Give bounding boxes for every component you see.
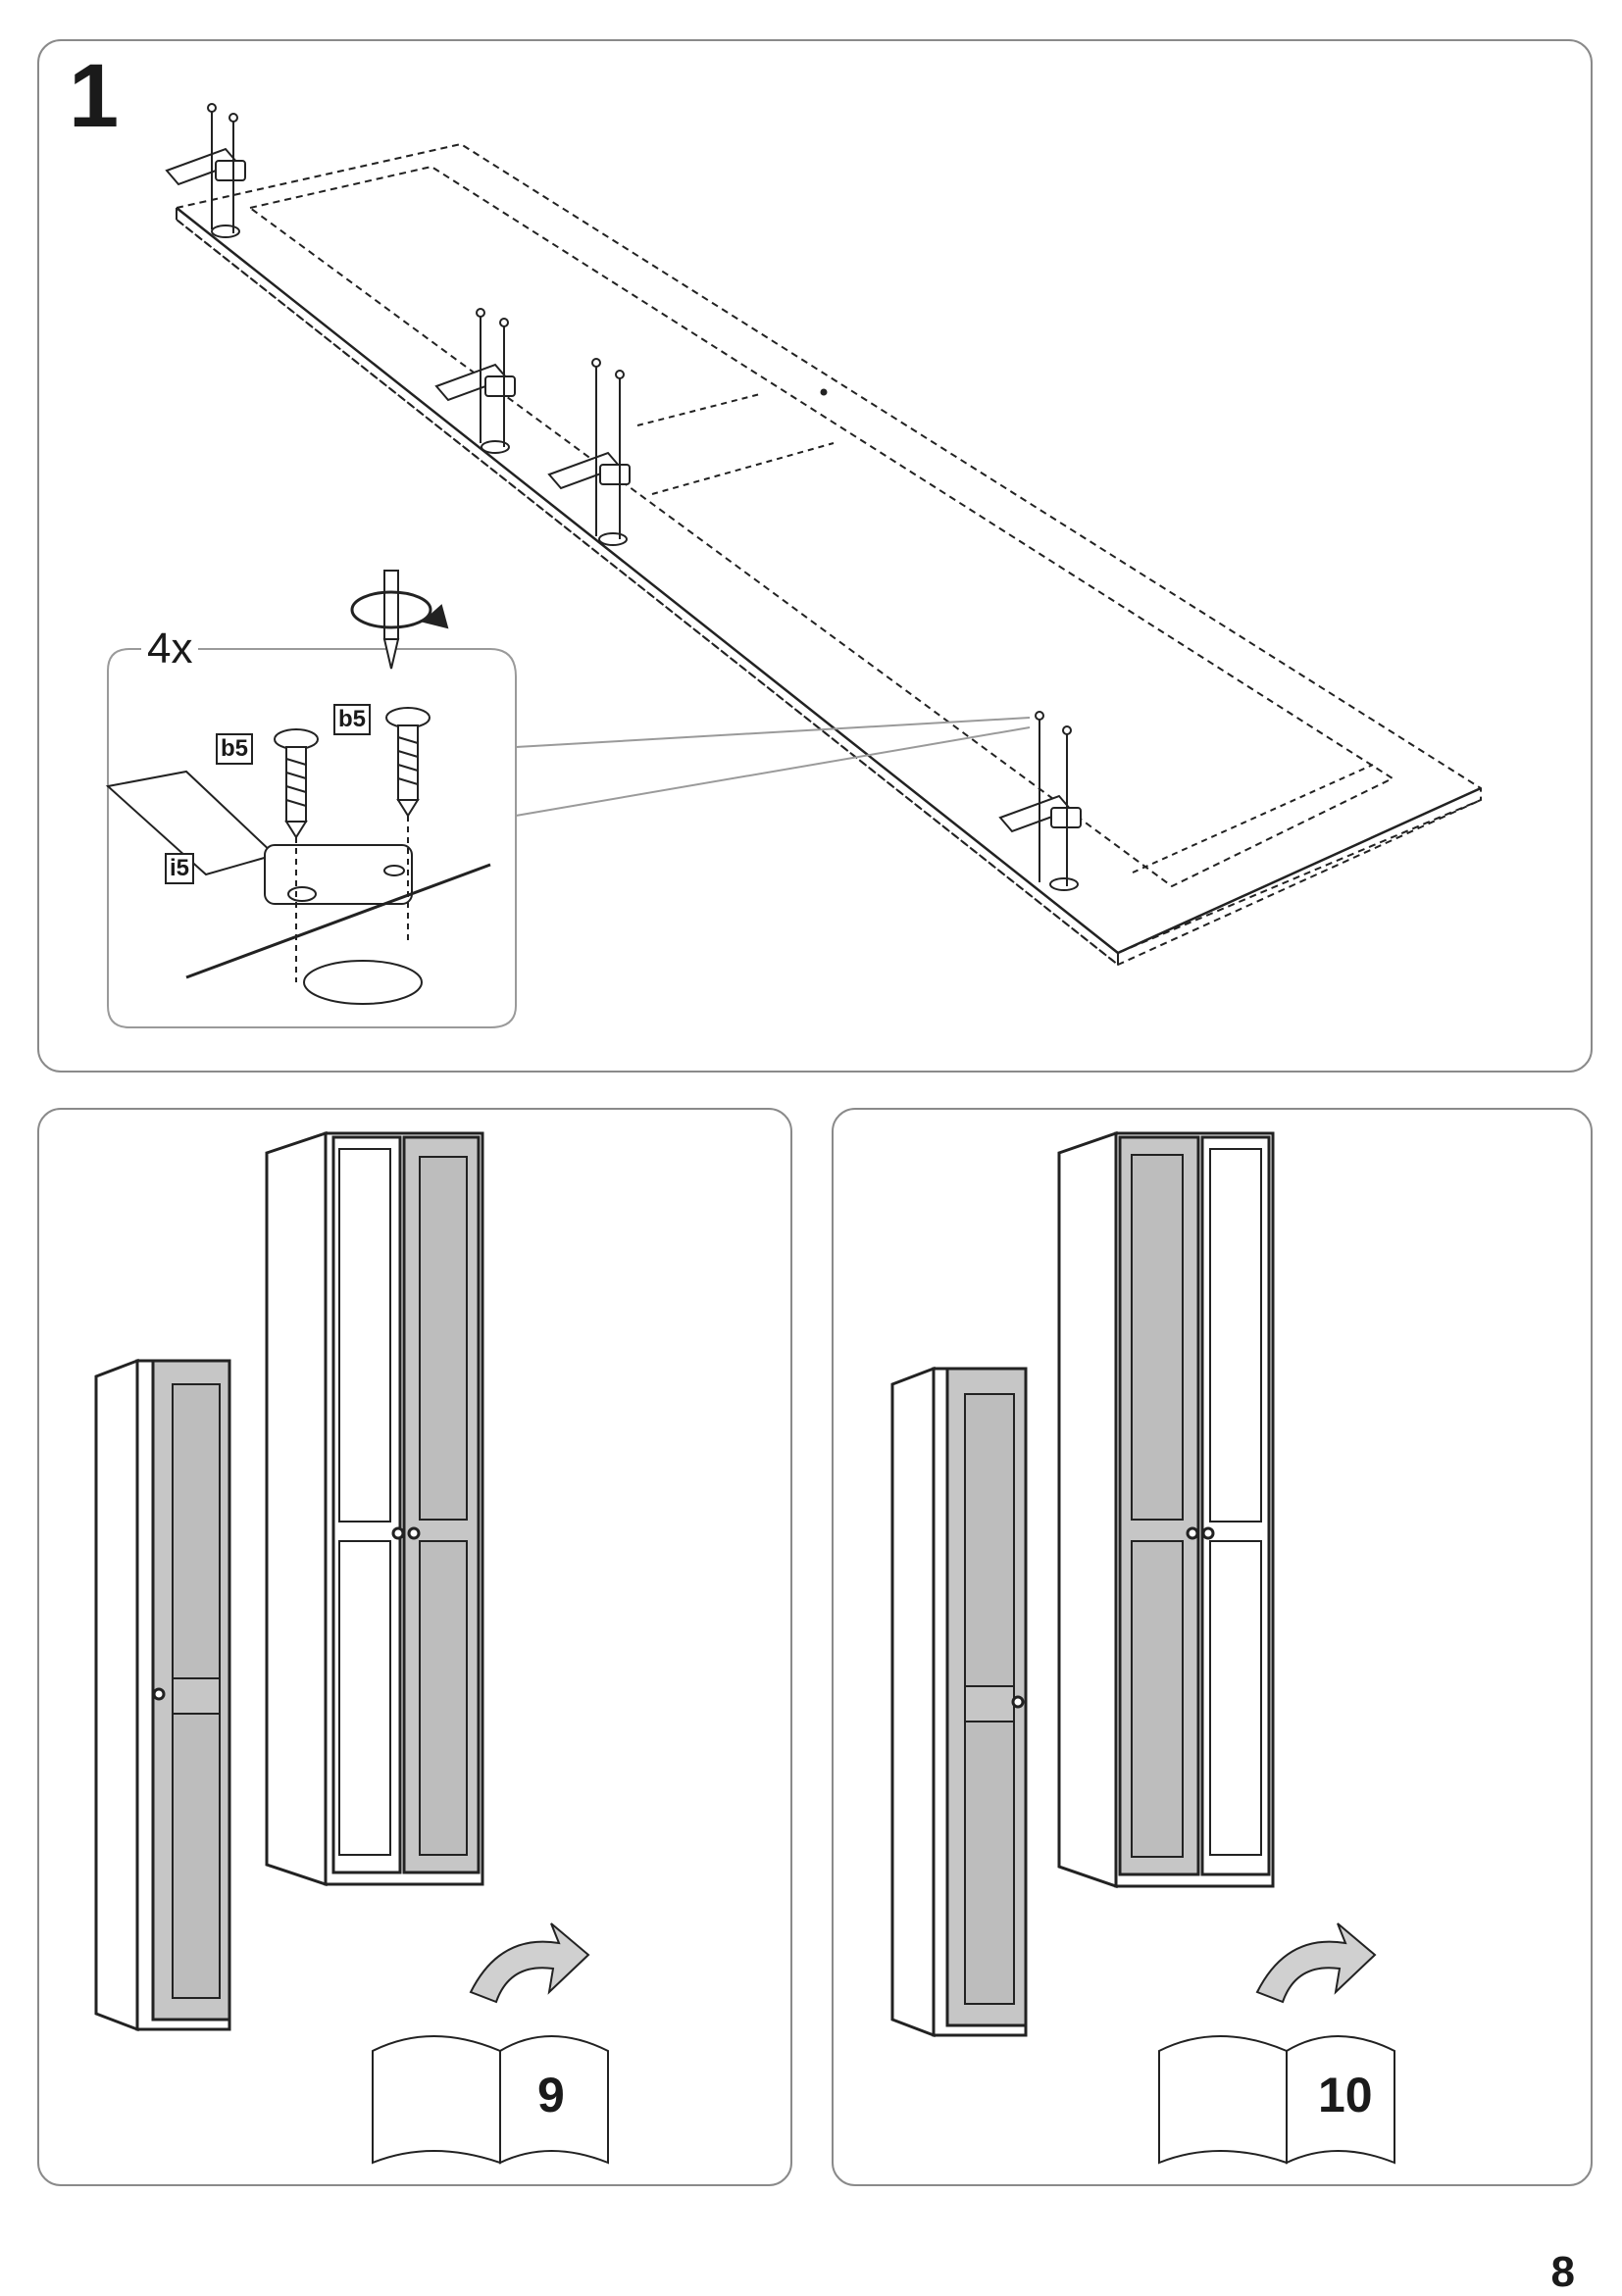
book-icon (372, 1922, 609, 2165)
screw-part-label: b5 (216, 733, 254, 765)
step-panel: 1 (37, 39, 1593, 1073)
door-panel-illustration (105, 103, 1482, 1028)
single-wardrobe (890, 1366, 1028, 2038)
door-board (176, 142, 1482, 968)
screw-icon (385, 707, 431, 818)
double-wardrobe (1057, 1130, 1275, 1889)
page-reference: 9 (537, 2068, 565, 2122)
double-wardrobe (265, 1130, 484, 1887)
quantity-label: 4x (141, 627, 199, 671)
step-number: 1 (69, 46, 120, 146)
screw-icon (274, 728, 319, 839)
book-icon (1158, 1922, 1395, 2165)
page-reference: 10 (1318, 2068, 1373, 2122)
screwdriver-icon (350, 570, 449, 670)
hinge (547, 358, 631, 546)
single-wardrobe (94, 1358, 231, 2032)
wardrobe-illustration (94, 1130, 609, 2165)
wardrobe-illustration (890, 1130, 1395, 2165)
hinge-icon (105, 770, 491, 1005)
option-panel-right: 10 (832, 1108, 1593, 2186)
hinge-part-label: i5 (165, 853, 195, 884)
option-panel-left: 9 (37, 1108, 792, 2186)
screw-part-label: b5 (333, 704, 372, 735)
hinge (165, 103, 246, 238)
hinge (434, 308, 516, 454)
page-number: 8 (1550, 2248, 1575, 2296)
hinge (998, 711, 1082, 891)
